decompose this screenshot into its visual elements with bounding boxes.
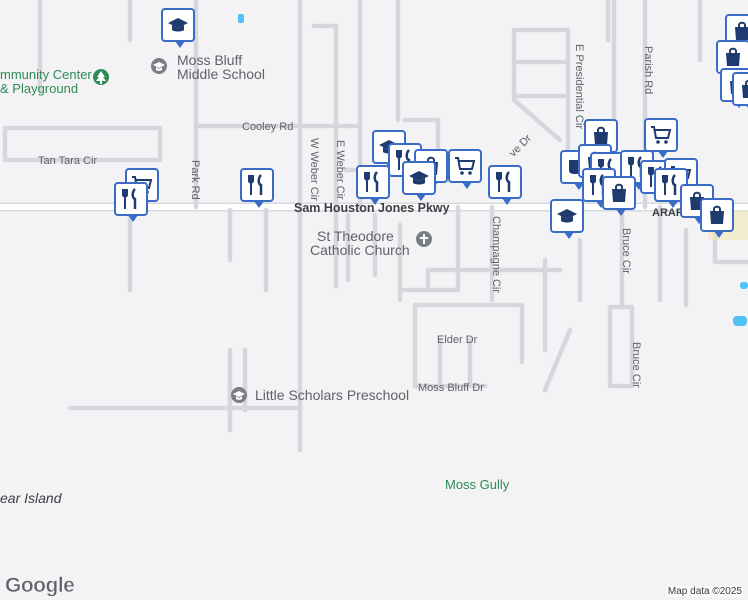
place-label-moss-bluff-ms-1[interactable]: Moss Bluff	[177, 52, 243, 68]
shopping-bag-icon	[594, 126, 608, 145]
school-marker[interactable]	[550, 199, 584, 239]
area-label-bear-island: ear Island	[0, 490, 62, 506]
grocery-marker[interactable]	[448, 149, 482, 189]
place-label-st-theodore-2[interactable]: Catholic Church	[310, 242, 410, 258]
fork-knife-icon	[662, 174, 677, 195]
shopping-cart-icon	[651, 126, 672, 144]
street-label-park-rd: Park Rd	[189, 160, 201, 200]
shopping-bag-icon	[742, 79, 748, 98]
restaurant-marker[interactable]	[114, 182, 148, 222]
school-marker[interactable]	[161, 8, 195, 48]
street-label-sam-houston-jones-pkwy: Sam Houston Jones Pkwy	[294, 201, 450, 215]
street-label-bruce-cir-1: Bruce Cir	[620, 228, 632, 274]
street-label-e-weber-cir: E Weber Cir	[334, 140, 346, 200]
church-icon	[416, 231, 432, 247]
graduation-cap-icon	[409, 171, 429, 185]
shopping-bag-icon	[735, 21, 748, 40]
graduation-cap-icon	[168, 18, 188, 32]
place-label-community-center[interactable]: mmunity Center	[0, 67, 92, 82]
shopping-cart-icon	[455, 157, 476, 175]
fork-knife-icon	[248, 174, 263, 195]
street-label-moss-bluff-dr: Moss Bluff Dr	[418, 382, 484, 394]
street-label-elder-dr: Elder Dr	[437, 334, 478, 346]
street-label-w-weber-cir: W Weber Cir	[308, 138, 320, 201]
place-label-playground[interactable]: & Playground	[0, 81, 79, 96]
fork-knife-icon	[396, 149, 411, 170]
tree-icon	[93, 69, 109, 85]
street-label-champagne-cir: Champagne Cir	[490, 216, 502, 294]
google-logo: Google	[5, 574, 75, 598]
restaurant-marker[interactable]	[488, 165, 522, 205]
fork-knife-icon	[364, 171, 379, 192]
graduation-cap-icon	[557, 209, 577, 223]
shopping-marker[interactable]	[602, 176, 636, 216]
street-label-cooley-rd: Cooley Rd	[242, 121, 294, 133]
place-label-moss-gully[interactable]: Moss Gully	[445, 477, 510, 492]
shopping-marker[interactable]	[732, 72, 748, 112]
school-place-icon	[231, 387, 247, 403]
place-label-moss-bluff-ms-2[interactable]: Middle School	[177, 66, 265, 82]
street-label-bruce-cir-2: Bruce Cir	[630, 342, 642, 388]
school-marker[interactable]	[402, 161, 436, 201]
place-label-little-scholars-preschool[interactable]: Little Scholars Preschool	[255, 387, 410, 403]
street-label-e-presidential-cir: E Presidential Cir	[573, 44, 585, 129]
fork-knife-icon	[122, 188, 137, 209]
shopping-bag-icon	[726, 47, 740, 66]
restaurant-marker[interactable]	[240, 168, 274, 208]
grocery-marker[interactable]	[644, 118, 678, 158]
shopping-bag-icon	[710, 205, 724, 224]
street-label-tan-tara-cir: Tan Tara Cir	[38, 155, 98, 167]
map-attribution[interactable]: Map data ©2025	[665, 586, 744, 597]
street-label-parish-rd: Parish Rd	[642, 46, 654, 95]
restaurant-marker[interactable]	[356, 165, 390, 205]
fork-knife-icon	[496, 171, 511, 192]
shopping-bag-icon	[612, 183, 626, 202]
shopping-marker[interactable]	[700, 198, 734, 238]
place-label-st-theodore-1[interactable]: St Theodore	[317, 228, 394, 244]
school-place-icon	[151, 58, 167, 74]
